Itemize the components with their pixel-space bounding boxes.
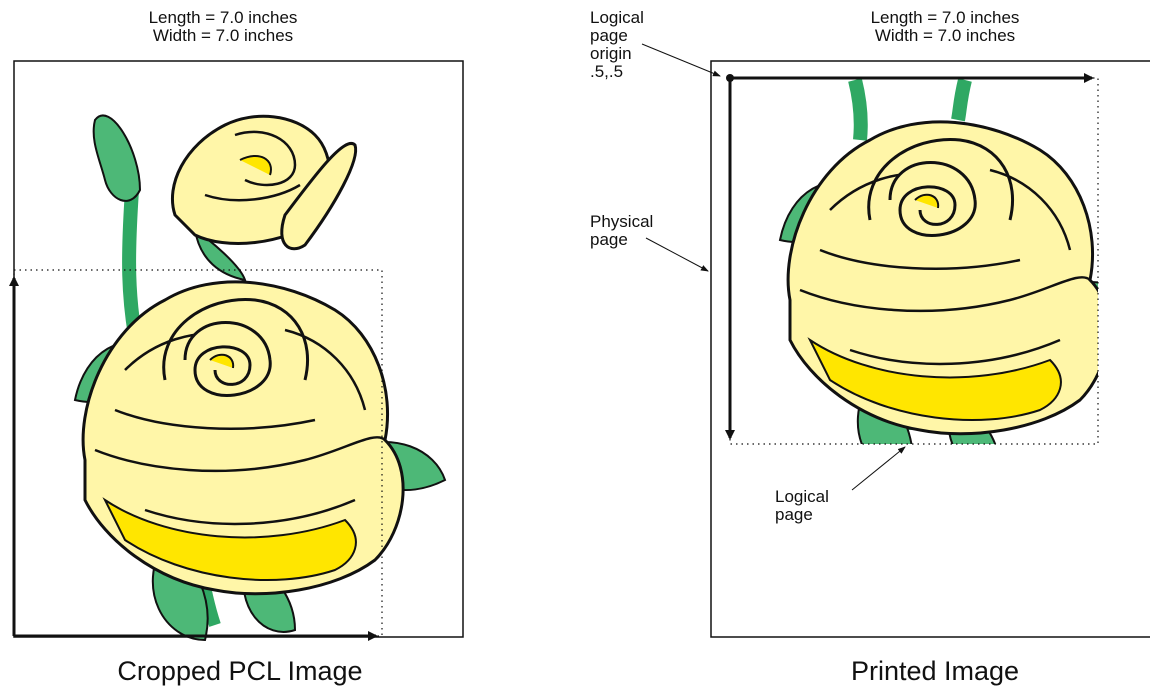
physical-page-label: Physical page [590,213,653,249]
left-width-label: Width = 7.0 inches [118,27,328,45]
left-caption: Cropped PCL Image [60,656,420,686]
logical-page-origin-label: Logical page origin .5,.5 [590,9,644,81]
right-dimensions: Length = 7.0 inches Width = 7.0 inches [840,9,1050,45]
logical-page-label: Logical page [775,488,829,524]
physical-page-leader-line [646,238,708,271]
right-width-label: Width = 7.0 inches [840,27,1050,45]
left-dimensions: Length = 7.0 inches Width = 7.0 inches [118,9,328,45]
left-length-label: Length = 7.0 inches [118,9,328,27]
right-caption: Printed Image [780,656,1090,686]
right-length-label: Length = 7.0 inches [840,9,1050,27]
origin-leader-line [642,44,720,76]
